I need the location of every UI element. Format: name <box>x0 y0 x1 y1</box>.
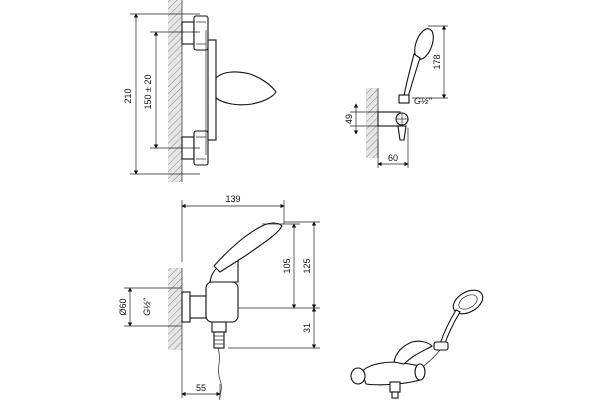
side-lever <box>213 222 283 273</box>
wall-hatch <box>168 0 182 182</box>
dim-flange-diameter: Ø60 <box>118 287 182 327</box>
label-210: 210 <box>123 88 133 103</box>
hose-outlet <box>211 321 227 400</box>
label-thread-holder: G½" <box>414 96 433 106</box>
mixer-body <box>207 39 217 141</box>
hand-shower <box>398 28 434 104</box>
dim-outlet-height: 31 <box>302 307 317 349</box>
label-diameter: Ø60 <box>118 298 128 315</box>
lever-handle <box>215 71 277 106</box>
holder-view: 178 49 60 G½" <box>344 25 448 168</box>
label-150: 150 ± 20 <box>143 75 153 110</box>
front-view: 210 150 ± 20 <box>123 0 277 182</box>
wall-hatch-holder <box>366 88 378 158</box>
dim-hand-shower: 178 <box>412 25 448 99</box>
label-49: 49 <box>344 114 354 124</box>
label-178: 178 <box>432 54 442 69</box>
label-125: 125 <box>302 258 312 273</box>
dim-total-height: 125 <box>228 221 320 349</box>
dim-outlet-offset: 55 <box>181 350 221 398</box>
holder-bracket <box>377 111 409 141</box>
side-view: 139 105 125 31 Ø60 G½" <box>118 194 320 400</box>
dim-height-total: 210 <box>123 13 200 175</box>
dim-holder-depth: 60 <box>377 128 409 168</box>
label-55: 55 <box>196 383 206 393</box>
side-body <box>181 257 239 323</box>
label-31: 31 <box>302 323 312 333</box>
label-60: 60 <box>388 153 398 163</box>
dim-holder-height: 49 <box>344 103 378 135</box>
dim-spacing: 150 ± 20 <box>143 31 200 149</box>
perspective-view <box>350 289 484 399</box>
label-105: 105 <box>282 258 292 273</box>
dim-width: 139 <box>181 194 285 262</box>
upper-connector <box>181 15 209 51</box>
label-thread-side: G½" <box>142 297 152 316</box>
wall-hatch-side <box>168 268 182 350</box>
label-139: 139 <box>225 194 240 204</box>
dim-lever-height: 105 <box>238 223 320 309</box>
